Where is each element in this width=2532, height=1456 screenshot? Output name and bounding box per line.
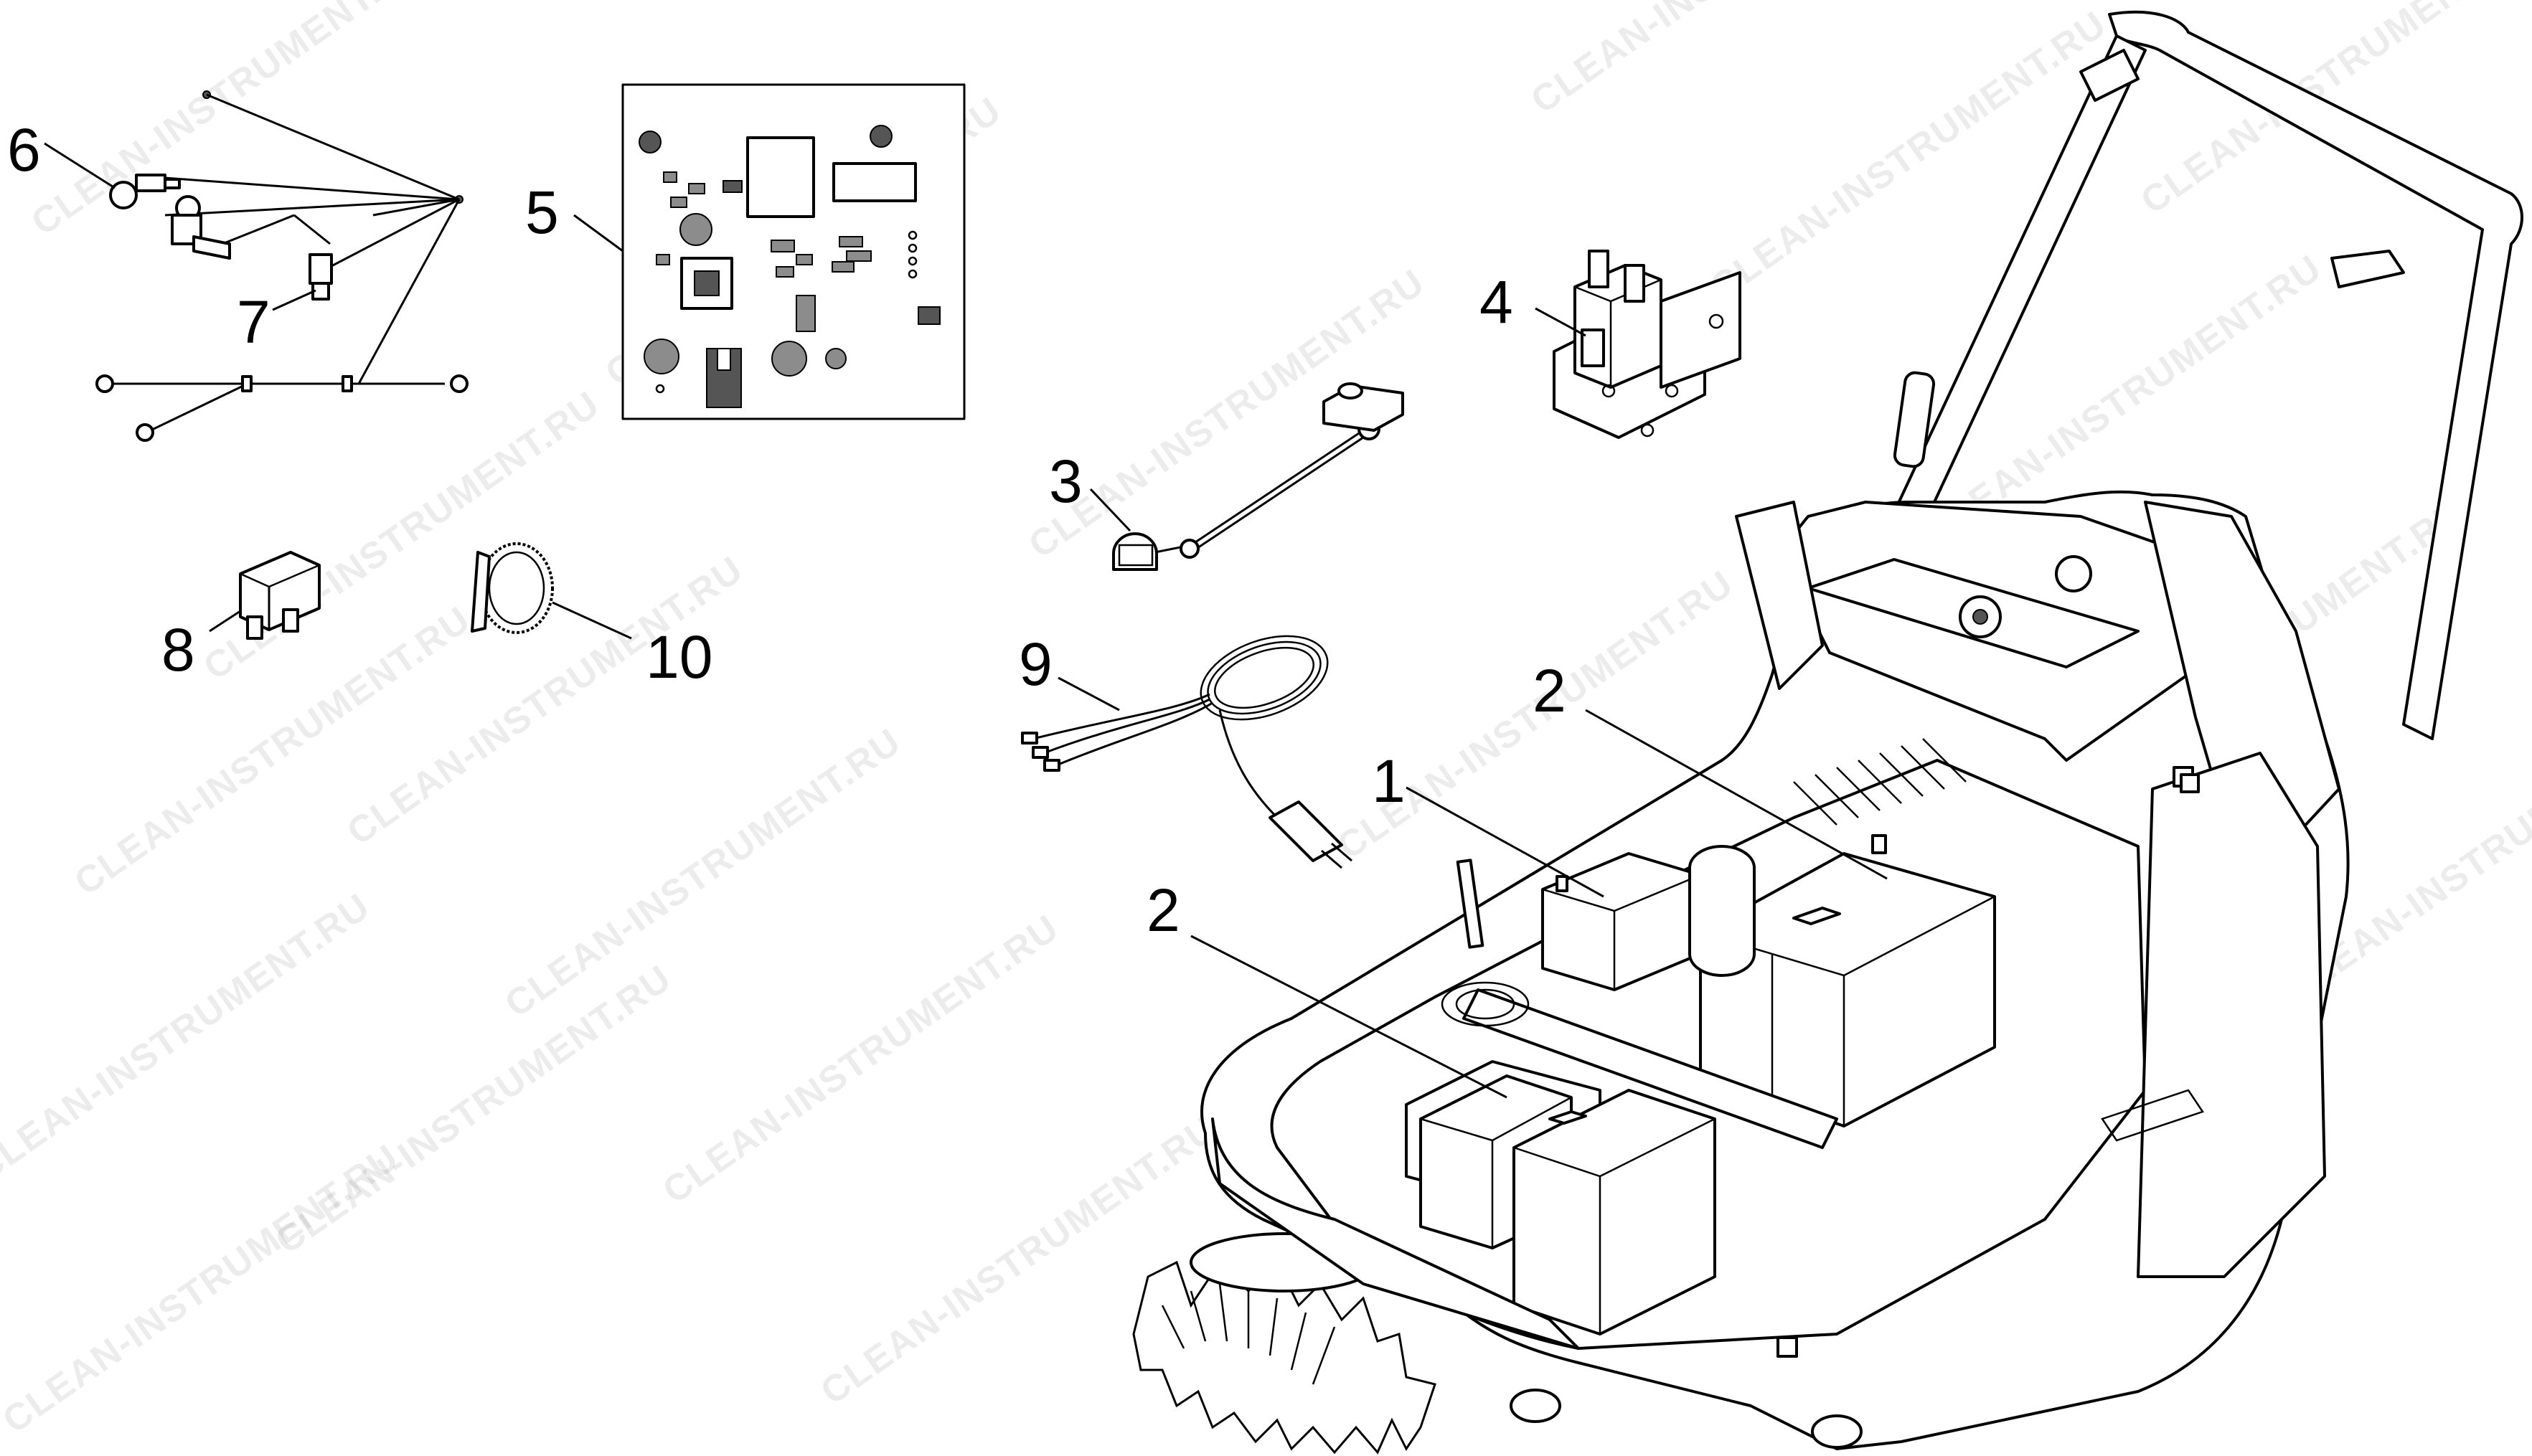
solenoid-relay-icon xyxy=(1553,250,1741,439)
callout-10: 10 xyxy=(646,623,712,691)
callout-2: 2 xyxy=(1147,876,1180,944)
callout-9: 9 xyxy=(1019,630,1053,698)
watermark: CLEAN-INSTRUMENT.RU xyxy=(268,957,679,1262)
leader-lines xyxy=(44,142,1888,1099)
watermark: CLEAN-INSTRUMENT.RU xyxy=(24,0,436,244)
watermark: CLEAN-INSTRUMENT.RU xyxy=(0,885,378,1191)
callout-5: 5 xyxy=(525,179,559,246)
callout-4: 4 xyxy=(1479,268,1513,336)
callout-8: 8 xyxy=(161,616,195,684)
charger-cable-icon xyxy=(1021,635,1352,869)
battery-cable-icon xyxy=(1112,382,1404,571)
sweeper-icon xyxy=(1132,10,2523,1455)
watermark: CLEAN-INSTRUMENT.RU xyxy=(656,907,1067,1212)
watermark: CLEAN-INSTRUMENT.RU xyxy=(498,720,909,1026)
cable-tie-icon xyxy=(471,542,554,634)
callout-1: 1 xyxy=(1372,747,1406,815)
callout-labels: 6 7 5 4 3 9 8 10 1 2 2 xyxy=(7,116,1566,944)
watermark: CLEAN-INSTRUMENT.RU xyxy=(814,1107,1225,1413)
watermark: CLEAN-INSTRUMENT.RU xyxy=(1703,3,2114,308)
callout-7: 7 xyxy=(237,288,270,356)
fuse-icon xyxy=(239,551,321,640)
callout-2: 2 xyxy=(1533,657,1566,724)
callout-3: 3 xyxy=(1049,448,1083,515)
callout-6: 6 xyxy=(7,116,41,184)
watermark: CLEAN-INSTRUMENT.RU xyxy=(1524,0,1935,122)
wiring-harness-icon xyxy=(95,90,469,442)
circuit-board-icon xyxy=(621,83,966,420)
